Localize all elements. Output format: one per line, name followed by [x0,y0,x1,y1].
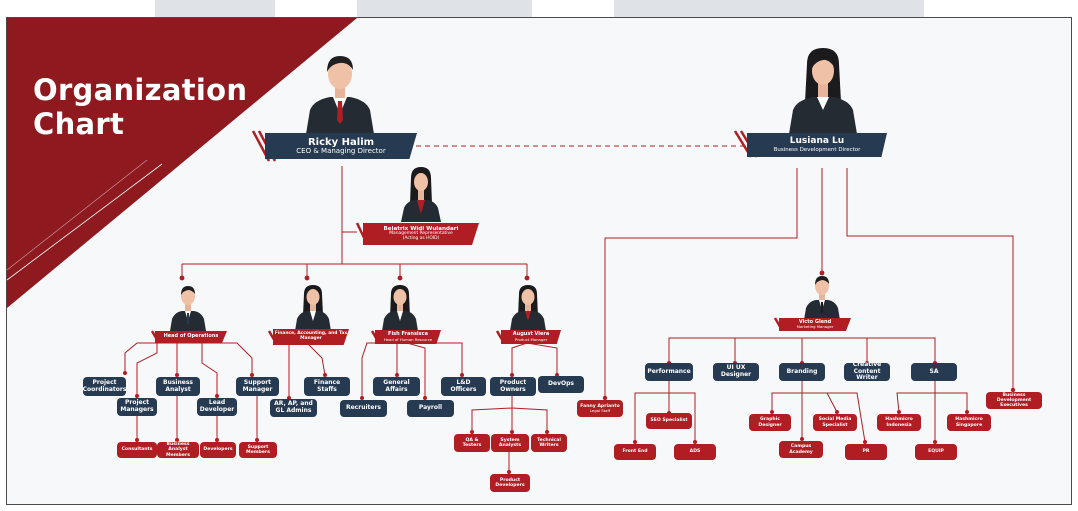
marketing-manager-banner: Victo Glend Marketing Manager [779,318,851,331]
seo-specialist-node: SEO Specialist [646,413,692,429]
hashmicro-indonesia-node: Hashmicro Indonesia [877,414,921,431]
lead-developer-node: Lead Developer [197,398,237,416]
finance-manager-role: Finance, Accounting, and Tax Manager [274,331,348,341]
corner-triangle [7,18,357,308]
legal-staff-node: Fanny Aprianto Legal Staff [577,400,623,417]
system-analysts-node: System Analysts [491,434,529,452]
social-media-specialist-node: Social Media Specialist [813,414,857,431]
head-operations-banner: Head of Operations [155,331,227,343]
product-manager-name: August Viera [512,331,550,338]
mr-name: Belatrix Widi Wulandari [383,226,459,233]
hr-head-name: Fish Fransisca [388,331,428,338]
top-tab-1 [155,0,275,18]
mr-banner: Belatrix Widi Wulandari Management Repre… [363,223,479,245]
qa-testers-node: QA & Testers [454,434,490,452]
bdd-role: Business Development Director [773,146,861,153]
project-coordinators-node: Project Coordinators [83,377,126,396]
ceo-name: Ricky Halim [307,136,375,148]
developers-node: Developers [200,442,236,458]
branding-node: Branding [779,363,825,381]
support-members-node: Support Members [239,442,277,458]
campus-academy-node: Campus Academy [779,441,823,458]
bd-executives-node: Business Development Executives [986,392,1042,409]
product-manager-avatar [510,285,546,331]
marketing-manager-avatar [804,276,840,320]
support-manager-node: Support Manager [236,377,279,396]
equip-node: EQUIP [915,444,957,460]
title-line-1: Organization [33,73,248,107]
ui-ux-designer-node: UI UX Designer [713,363,759,381]
hashmicro-singapore-node: Hashmicro Singapore [947,414,991,431]
consultants-node: Consultants [117,442,157,458]
pr-node: PR [845,444,887,460]
head-operations-role: Head of Operations [163,333,219,340]
ceo-avatar [306,56,374,134]
bdd-avatar [789,48,857,134]
page-title: Organization Chart [33,73,247,141]
payroll-node: Payroll [407,400,454,417]
marketing-manager-role: Marketing Manager [796,324,834,330]
project-managers-node: Project Managers [117,398,157,416]
performance-node: Performance [645,363,693,381]
product-manager-banner: August Viera Product Manager [501,330,561,344]
bdd-banner: Lusiana Lu Business Development Director [747,133,887,157]
sa-node: SA [911,363,957,381]
legal-staff-name: Fanny Aprianto [580,403,620,409]
ld-officers-node: L&D Officers [441,377,486,396]
ads-node: ADS [674,444,716,460]
product-developers-node: Product Developers [490,474,530,492]
technical-writers-node: Technical Writers [531,434,567,452]
hr-head-banner: Fish Fransisca Head of Human Resource [375,330,441,344]
connector-lines [7,18,1016,474]
mr-role: Management Representative [389,231,453,237]
graphic-designer-node: Graphic Designer [749,414,791,431]
legal-staff-role: Legal Staff [589,407,611,413]
hr-head-avatar [382,285,418,331]
top-tab-3 [614,0,924,18]
ceo-role: CEO & Managing Director [296,146,386,155]
finance-staffs-node: Finance Staffs [304,377,350,396]
hr-head-role: Head of Human Resource [383,336,433,342]
finance-manager-banner: Finance, Accounting, and Tax Manager [273,329,349,345]
product-owners-node: Product Owners [490,377,536,396]
devops-node: DevOps [538,376,584,393]
business-analyst-node: Business Analyst [156,377,200,396]
recruiters-node: Recruiters [340,400,387,417]
creative-content-writer-node: Creative Content Writer [844,361,890,381]
general-affairs-node: General Affairs [373,377,420,396]
head-operations-avatar [170,286,206,331]
title-line-2: Chart [33,107,125,141]
mr-avatar [401,167,441,222]
finance-manager-avatar [295,285,331,331]
ceo-banner: Ricky Halim CEO & Managing Director [265,133,417,159]
bdd-name: Lusiana Lu [789,136,845,147]
ar-ap-gl-admins-node: AR, AP, and GL Admins [270,399,317,417]
business-analyst-members-node: Business Analyst Members [157,442,199,458]
product-manager-role: Product Manager [514,336,548,342]
top-tab-2 [357,0,532,18]
org-chart-canvas: Organization Chart [6,17,1072,505]
front-end-node: Front End [614,444,656,460]
marketing-manager-name: Victo Glend [798,318,832,325]
mr-note: (Acting as HOID) [402,236,440,242]
